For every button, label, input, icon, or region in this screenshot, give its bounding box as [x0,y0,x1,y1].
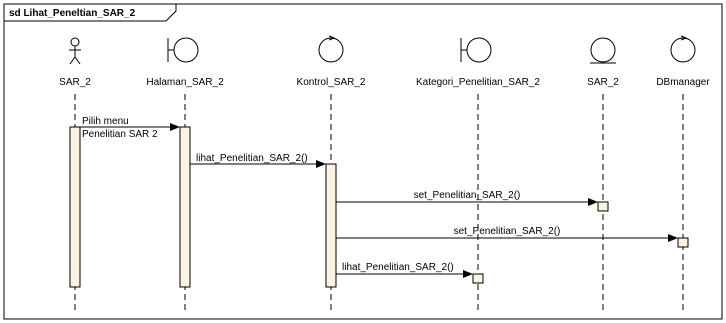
lifeline-label: SAR_2 [59,77,91,88]
message-set-penelitian-entity: set_Penelitian_SAR_2() [336,190,598,206]
activation-bar-entity [597,201,609,212]
message-pilih-menu: Pilih menu Penelitian SAR 2 [80,116,180,140]
message-label-line2: Penelitian SAR 2 [82,129,158,140]
message-label-line1: Pilih menu [82,116,129,127]
message-lihat-penelitian-1: lihat_Penelitian_SAR_2() [190,153,326,168]
lifeline-label: Kategori_Penelitian_SAR_2 [416,77,540,88]
message-lihat-penelitian-2: lihat_Penelitian_SAR_2() [336,262,473,278]
message-label: set_Penelitian_SAR_2() [414,190,521,201]
activation-bar-actor [69,126,81,288]
message-label: set_Penelitian_SAR_2() [454,226,561,237]
message-label: lihat_Penelitian_SAR_2() [342,262,454,273]
lifeline-label: Halaman_SAR_2 [146,77,224,88]
lifeline-entity-sar2: SAR_2 [587,37,619,310]
lifeline-label: SAR_2 [587,77,619,88]
boundary-icon [167,37,199,63]
lifeline-label: Kontrol_SAR_2 [297,77,366,88]
control-icon [318,35,344,63]
lifeline-control-dbmanager: DBmanager [656,35,710,310]
message-set-penelitian-db: set_Penelitian_SAR_2() [336,226,678,242]
diagram-frame [3,3,723,320]
message-label: lihat_Penelitian_SAR_2() [196,153,308,164]
lifeline-label: DBmanager [656,77,710,88]
activation-bar-kategori [472,273,484,284]
entity-icon [590,37,616,64]
actor-icon [69,37,81,65]
activation-bar-halaman [179,126,191,288]
activation-bar-kontrol [325,163,337,288]
boundary-icon [460,37,492,63]
control-icon [670,35,696,63]
activation-bar-dbmanager [677,237,689,248]
frame-title-tab [4,4,177,22]
frame-title: sd Lihat_Peneltian_SAR_2 [9,8,136,19]
